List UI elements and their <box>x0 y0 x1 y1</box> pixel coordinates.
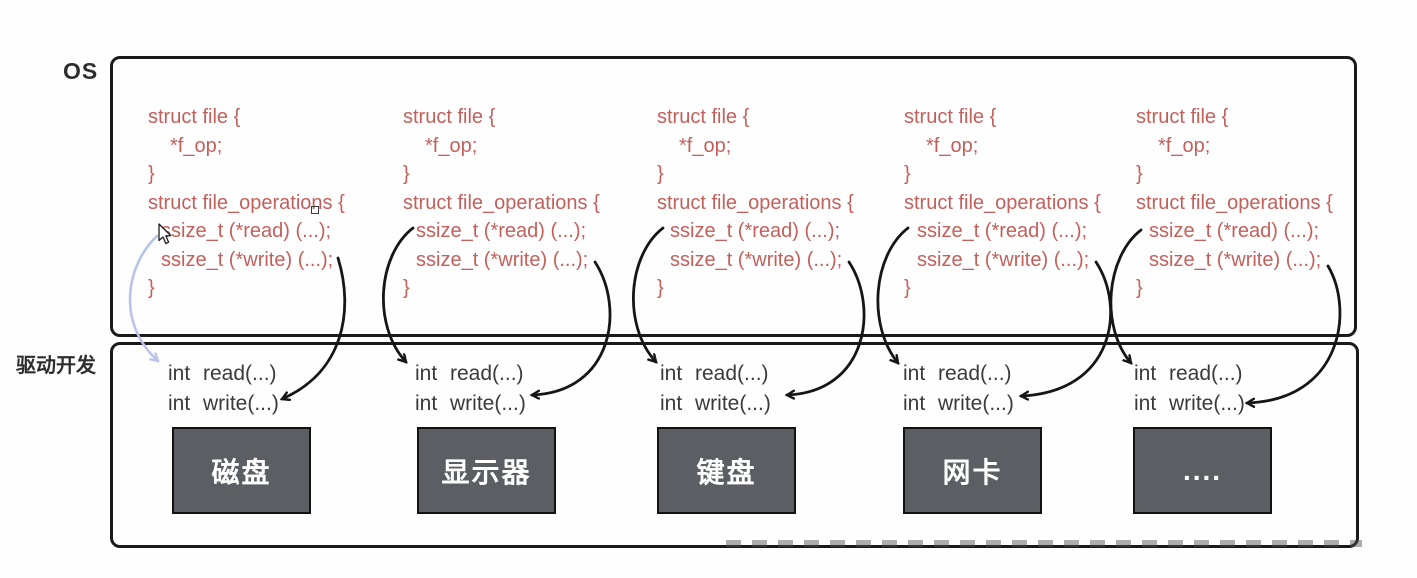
driver-development-label: 驱动开发 <box>16 355 96 377</box>
driver-function-text: int read(...) <box>660 362 769 385</box>
watermark-overlay <box>726 540 1362 547</box>
code-line: ssize_t (*read) (...); <box>1149 220 1320 242</box>
code-line: } <box>148 277 155 299</box>
driver-function-text: int write(...) <box>415 391 526 415</box>
code-line: *f_op; <box>926 134 979 157</box>
code-line: struct file_operations { <box>403 191 600 214</box>
driver-function-column: int read(...) int write(...) <box>415 359 526 418</box>
code-line: } <box>904 277 911 299</box>
code-line: *f_op; <box>170 134 223 157</box>
device-box: 网卡 <box>903 427 1042 514</box>
code-column: struct file { *f_op;} struct file_operatio… <box>148 103 345 303</box>
device-label: 显示器 <box>441 456 532 488</box>
driver-function-text: int read(...) <box>1134 362 1243 385</box>
code-line: struct file { <box>1136 106 1229 128</box>
driver-function-column: int read(...) int write(...) <box>168 359 279 418</box>
code-line: } <box>403 163 410 185</box>
device-box: 磁盘 <box>172 427 311 514</box>
code-line: struct file { <box>148 106 241 128</box>
code-line: *f_op; <box>425 134 478 157</box>
driver-function-column: int read(...) int write(...) <box>903 359 1014 418</box>
code-line: struct file_operations { <box>904 191 1101 214</box>
code-column: struct file { *f_op;} struct file_operatio… <box>657 103 854 303</box>
code-line: struct file_operations { <box>657 191 854 214</box>
code-line: struct file_operations { <box>1136 191 1333 214</box>
device-box: 显示器 <box>417 427 556 514</box>
code-line: ssize_t (*read) (...); <box>917 220 1088 242</box>
driver-function-text: int write(...) <box>660 391 771 415</box>
code-line: struct file { <box>904 106 997 128</box>
driver-function-text: int write(...) <box>903 391 1014 415</box>
code-line: struct file_operations { <box>148 191 345 214</box>
code-column: struct file { *f_op;} struct file_operatio… <box>1136 103 1333 303</box>
device-label: 磁盘 <box>211 456 272 488</box>
code-line: } <box>1136 277 1143 299</box>
device-label: 键盘 <box>696 456 757 488</box>
driver-function-text: int write(...) <box>1134 391 1245 415</box>
code-line: ssize_t (*read) (...); <box>161 220 332 242</box>
code-line: ssize_t (*read) (...); <box>670 220 841 242</box>
device-label: .... <box>1182 454 1223 486</box>
code-line: ssize_t (*write) (...); <box>161 248 334 271</box>
driver-function-text: int read(...) <box>168 362 277 385</box>
code-line: } <box>1136 163 1143 185</box>
device-label: 网卡 <box>942 456 1003 488</box>
selection-handle-square <box>311 206 319 214</box>
device-box: .... <box>1133 427 1272 514</box>
code-line: *f_op; <box>1158 134 1211 157</box>
code-column: struct file { *f_op;} struct file_operatio… <box>904 103 1101 303</box>
code-line: ssize_t (*write) (...); <box>1149 248 1322 271</box>
driver-function-text: int read(...) <box>415 362 524 385</box>
code-line: } <box>657 163 664 185</box>
code-line: } <box>657 277 664 299</box>
driver-function-text: int write(...) <box>168 391 279 415</box>
code-line: struct file { <box>657 106 750 128</box>
code-column: struct file { *f_op;} struct file_operatio… <box>403 103 600 303</box>
code-line: } <box>148 163 155 185</box>
code-line: } <box>403 277 410 299</box>
code-line: } <box>904 163 911 185</box>
os-label: OS <box>63 58 99 84</box>
code-line: ssize_t (*read) (...); <box>416 220 587 242</box>
driver-function-column: int read(...) int write(...) <box>660 359 771 418</box>
code-line: ssize_t (*write) (...); <box>917 248 1090 271</box>
code-line: *f_op; <box>679 134 732 157</box>
device-box: 键盘 <box>657 427 796 514</box>
code-line: ssize_t (*write) (...); <box>416 248 589 271</box>
code-line: struct file { <box>403 106 496 128</box>
driver-function-text: int read(...) <box>903 362 1012 385</box>
code-line: ssize_t (*write) (...); <box>670 248 843 271</box>
driver-function-column: int read(...) int write(...) <box>1134 359 1245 418</box>
